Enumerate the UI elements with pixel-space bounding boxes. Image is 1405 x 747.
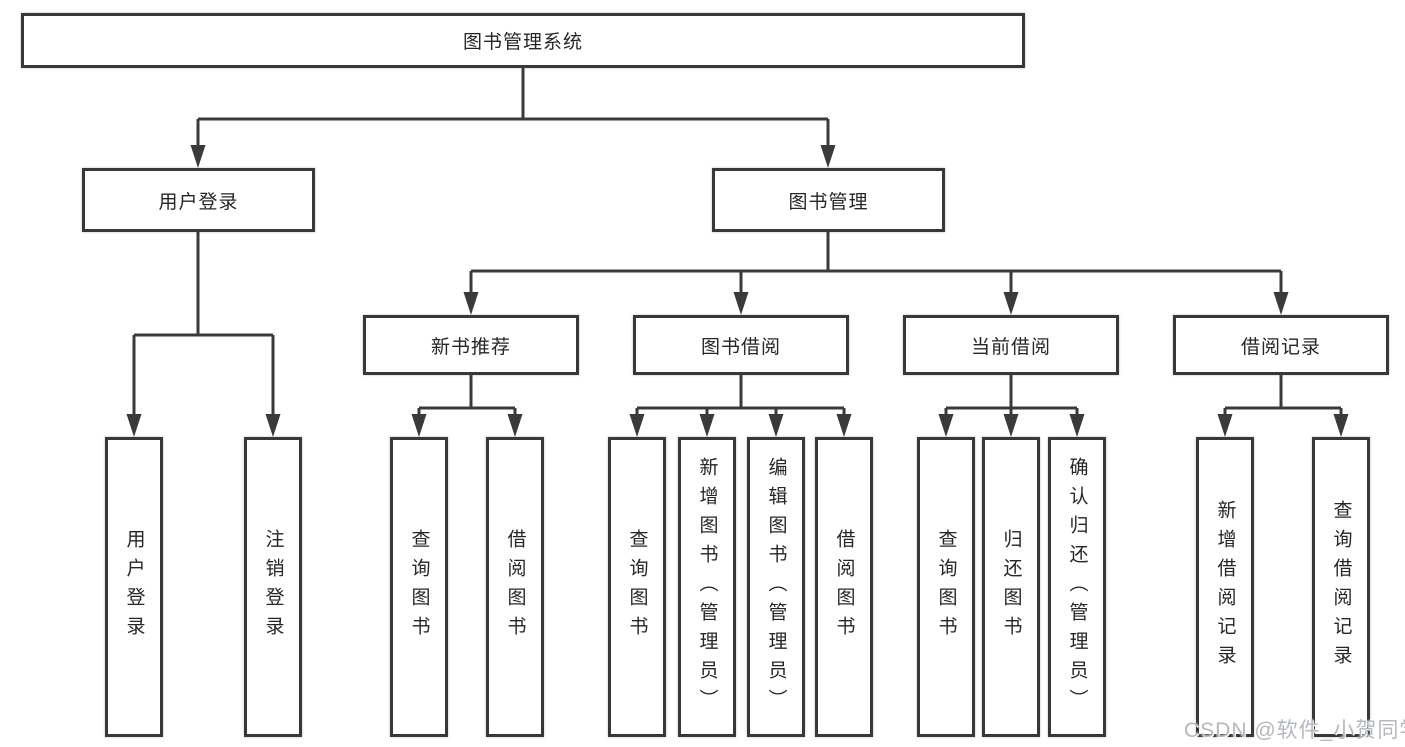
node-add-book-admin: 新增图书（管理员）	[678, 437, 736, 737]
node-label: 查询图书	[408, 529, 430, 645]
node-logout: 注销登录	[244, 437, 302, 737]
node-label: 编辑图书（管理员）	[765, 456, 787, 718]
node-label: 用户登录	[123, 529, 145, 645]
node-label: 借阅图书	[504, 529, 526, 645]
node-edit-book-admin: 编辑图书（管理员）	[747, 437, 805, 737]
node-label: 图书借阅	[700, 336, 781, 358]
node-new-book-recommendation: 新书推荐	[363, 315, 579, 375]
node-label: 用户登录	[158, 191, 239, 213]
node-query-books-recommendation: 查询图书	[390, 437, 448, 737]
node-borrow-books-leaf: 借阅图书	[815, 437, 873, 737]
node-borrowing-records: 借阅记录	[1173, 315, 1389, 375]
node-label: 确认归还（管理员）	[1066, 456, 1088, 718]
node-confirm-return-admin: 确认归还（管理员）	[1048, 437, 1106, 737]
node-label: 归还图书	[1000, 529, 1022, 645]
node-label: 借阅图书	[833, 529, 855, 645]
node-borrow-books-recommendation: 借阅图书	[486, 437, 544, 737]
node-label: 查询借阅记录	[1330, 500, 1352, 674]
node-label: 图书管理系统	[462, 32, 583, 53]
node-label: 查询图书	[935, 529, 957, 645]
node-current-borrowing: 当前借阅	[903, 315, 1119, 375]
node-book-borrowing: 图书借阅	[633, 315, 849, 375]
node-book-management-system: 图书管理系统	[21, 13, 1025, 68]
node-label: 借阅记录	[1240, 336, 1321, 358]
node-add-borrow-record: 新增借阅记录	[1196, 437, 1254, 737]
node-user-login-leaf: 用户登录	[105, 437, 163, 737]
node-label: 查询图书	[626, 529, 648, 645]
node-return-books: 归还图书	[982, 437, 1040, 737]
node-label: 新书推荐	[430, 336, 511, 358]
watermark: CSDN @软件_小贺同学	[1184, 719, 1405, 742]
node-label: 新增借阅记录	[1214, 500, 1236, 674]
node-query-books-borrowing: 查询图书	[608, 437, 666, 737]
node-label: 新增图书（管理员）	[696, 456, 718, 718]
node-label: 图书管理	[788, 191, 869, 213]
node-label: 当前借阅	[970, 336, 1051, 358]
node-label: 注销登录	[262, 529, 284, 645]
node-query-books-current: 查询图书	[917, 437, 975, 737]
node-query-borrow-record: 查询借阅记录	[1312, 437, 1370, 737]
node-book-management: 图书管理	[712, 168, 945, 232]
node-user-login: 用户登录	[82, 168, 315, 232]
